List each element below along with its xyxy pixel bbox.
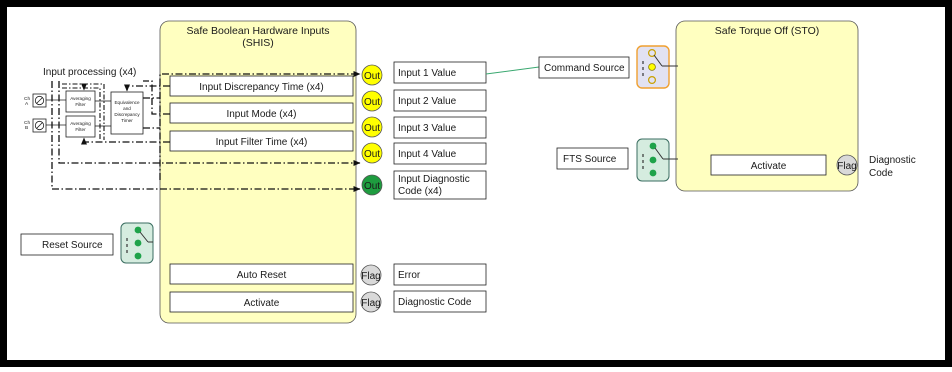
fts-source-switch-icon[interactable] — [636, 138, 670, 182]
averaging-filter-a — [65, 90, 96, 113]
filter-b-line2: Filter — [75, 127, 86, 132]
shis-title: Safe Boolean Hardware Inputs — [186, 25, 329, 37]
param-input-discrepancy-time-label: Input Discrepancy Time (x4) — [199, 82, 324, 93]
filter-a-line2: Filter — [75, 102, 86, 107]
sto-flag-label: Flag — [837, 161, 856, 172]
shis-subtitle: (SHIS) — [242, 37, 274, 49]
ch-b-label-line1: Ch — [24, 120, 30, 126]
ch-a-label-line2: A — [25, 101, 29, 107]
sto-activate-box[interactable] — [710, 154, 827, 176]
output-input-4-value-label: Input 4 Value — [398, 149, 457, 160]
auto-reset-label: Auto Reset — [237, 270, 287, 281]
channel-b-sensor-icon — [32, 118, 47, 133]
output-diagnostic-code[interactable] — [393, 290, 487, 313]
reset-source-switch-icon[interactable] — [120, 222, 154, 264]
fts-source-label: FTS Source — [563, 154, 617, 165]
sto-flag-diagnostic[interactable] — [836, 154, 858, 176]
out-port-4-label: Out — [364, 149, 380, 160]
param-input-mode[interactable] — [169, 102, 354, 124]
filter-b-line1: Averaging — [70, 121, 91, 126]
shis-block — [159, 20, 357, 324]
output-input-4-value[interactable] — [393, 142, 487, 165]
out-port-1[interactable] — [361, 64, 383, 86]
sto-activate-label: Activate — [751, 161, 787, 172]
averaging-filter-b — [65, 115, 96, 138]
flag-diagnostic-label: Flag — [361, 298, 380, 309]
output-input-diagnostic-code[interactable] — [393, 170, 487, 200]
flag-error-label: Flag — [361, 271, 380, 282]
equivalence-discrepancy-timer — [110, 91, 144, 135]
output-diagnostic-line1: Input Diagnostic — [398, 174, 470, 185]
ch-b-label-line2: B — [25, 125, 28, 131]
output-diagnostic-code-label: Diagnostic Code — [398, 297, 472, 308]
ch-a-label-line1: Ch — [24, 96, 30, 102]
out-port-3-label: Out — [364, 123, 380, 134]
output-error[interactable] — [393, 263, 487, 286]
fts-source-box[interactable] — [556, 147, 629, 170]
param-input-filter-time-label: Input Filter Time (x4) — [216, 137, 308, 148]
out-port-diagnostic[interactable] — [361, 174, 383, 196]
output-input-1-value[interactable] — [393, 61, 487, 84]
command-source-switch-icon[interactable] — [636, 45, 670, 89]
out-port-2-label: Out — [364, 97, 380, 108]
command-source-label: Command Source — [544, 63, 625, 74]
input-processing-title: Input processing (x4) — [43, 67, 136, 78]
link-input1-to-command-source — [485, 66, 540, 75]
equiv-line2: and — [123, 106, 131, 111]
activate-box[interactable] — [169, 291, 354, 313]
command-source-box[interactable] — [538, 56, 630, 79]
equiv-line3: Discrepancy — [114, 112, 140, 117]
filter-a-line1: Averaging — [70, 96, 91, 101]
output-input-2-value[interactable] — [393, 89, 487, 112]
out-port-1-label: Out — [364, 71, 380, 82]
sto-diagnostic-line1: Diagnostic — [869, 155, 916, 166]
activate-label: Activate — [244, 298, 280, 309]
sto-title: Safe Torque Off (STO) — [715, 25, 819, 37]
out-port-4[interactable] — [361, 142, 383, 164]
out-port-2[interactable] — [361, 90, 383, 112]
sto-block — [675, 20, 859, 192]
out-port-3[interactable] — [361, 116, 383, 138]
reset-source-label: Reset Source — [42, 240, 103, 251]
output-diagnostic-line2: Code (x4) — [398, 186, 442, 197]
flag-error[interactable] — [360, 264, 382, 286]
output-input-3-value-label: Input 3 Value — [398, 123, 457, 134]
equiv-line4: Timer — [121, 118, 133, 123]
param-input-filter-time[interactable] — [169, 130, 354, 152]
flag-diagnostic[interactable] — [360, 291, 382, 313]
input-processing-flow-lines — [51, 71, 361, 192]
auto-reset-box[interactable] — [169, 263, 354, 285]
output-input-1-value-label: Input 1 Value — [398, 68, 457, 79]
output-error-label: Error — [398, 270, 421, 281]
reset-source-box[interactable] — [20, 233, 114, 256]
equiv-line1: Equivalence — [114, 100, 139, 105]
out-port-diagnostic-label: Out — [364, 181, 380, 192]
sto-diagnostic-line2: Code — [869, 168, 893, 179]
output-input-2-value-label: Input 2 Value — [398, 96, 457, 107]
param-input-mode-label: Input Mode (x4) — [226, 109, 296, 120]
channel-a-sensor-icon — [32, 93, 47, 108]
output-input-3-value[interactable] — [393, 116, 487, 139]
